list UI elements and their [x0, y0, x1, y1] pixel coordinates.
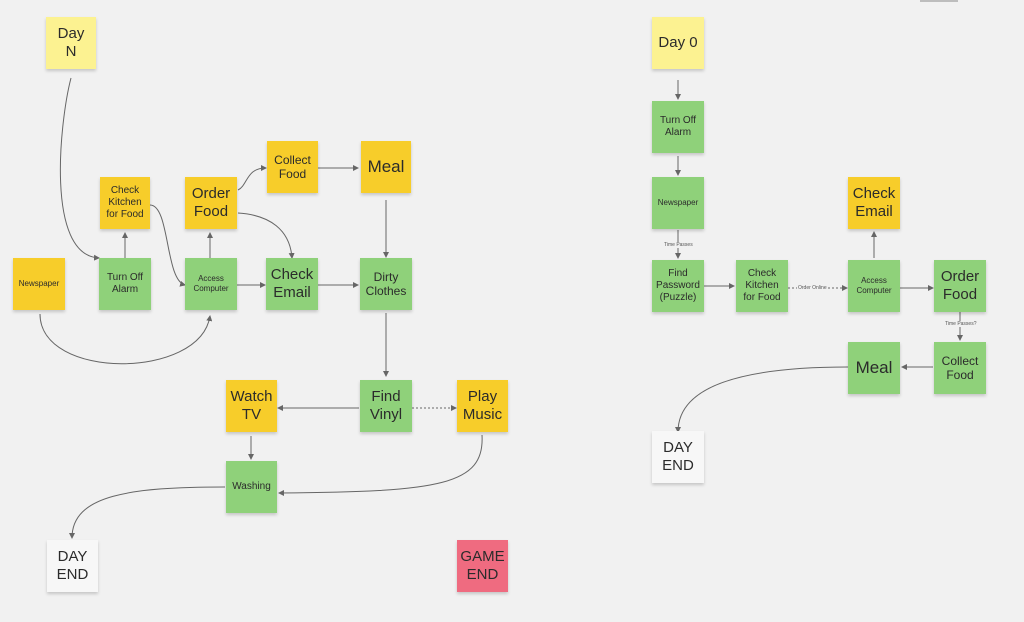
note-washing[interactable]: Washing	[226, 461, 277, 513]
note-access-computer[interactable]: Access Computer	[185, 258, 237, 310]
note-collect-food[interactable]: Collect Food	[934, 342, 986, 394]
edge-newspaper-to-computer	[39, 313, 213, 365]
edge-orderfood-to-email	[237, 212, 295, 259]
note-newspaper[interactable]: Newspaper	[652, 177, 704, 229]
connector-label-time-passes: Time Passes	[663, 242, 694, 248]
note-check-kitchen-for-food[interactable]: Check Kitchen for Food	[736, 260, 788, 312]
note-collect-food[interactable]: Collect Food	[267, 141, 318, 193]
note-turn-off-alarm[interactable]: Turn Off Alarm	[99, 258, 151, 310]
note-access-computer[interactable]: Access Computer	[848, 260, 900, 312]
note-meal[interactable]: Meal	[361, 141, 411, 193]
edge-meal-to-dayend	[675, 366, 849, 433]
note-check-kitchen-for-food[interactable]: Check Kitchen for Food	[100, 177, 150, 229]
edge-washing-to-dayend	[69, 486, 226, 539]
connector-label-time-passes-question: Time Passes?	[944, 321, 978, 327]
note-day-end[interactable]: DAY END	[47, 540, 98, 592]
note-watch-tv[interactable]: Watch TV	[226, 380, 277, 432]
note-turn-off-alarm[interactable]: Turn Off Alarm	[652, 101, 704, 153]
edge-orderfood-to-collect	[237, 165, 267, 191]
edge-dayn-to-alarm	[59, 77, 100, 261]
note-check-email[interactable]: Check Email	[266, 258, 318, 310]
note-order-food[interactable]: Order Food	[185, 177, 237, 229]
note-game-end[interactable]: GAME END	[457, 540, 508, 592]
edge-kitchen-to-computer	[149, 204, 186, 287]
note-order-food[interactable]: Order Food	[934, 260, 986, 312]
note-dirty-clothes[interactable]: Dirty Clothes	[360, 258, 412, 310]
note-day-0[interactable]: Day 0	[652, 17, 704, 69]
note-meal[interactable]: Meal	[848, 342, 900, 394]
edge-music-to-washing	[278, 434, 483, 496]
note-day-n[interactable]: Day N	[46, 17, 96, 69]
note-check-email[interactable]: Check Email	[848, 177, 900, 229]
connector-label-order-online: Order Online	[797, 285, 828, 291]
note-find-password-puzzle[interactable]: Find Password (Puzzle)	[652, 260, 704, 312]
note-day-end[interactable]: DAY END	[652, 431, 704, 483]
note-find-vinyl[interactable]: Find Vinyl	[360, 380, 412, 432]
note-play-music[interactable]: Play Music	[457, 380, 508, 432]
note-newspaper[interactable]: Newspaper	[13, 258, 65, 310]
offscreen-shape-edge	[920, 0, 958, 2]
